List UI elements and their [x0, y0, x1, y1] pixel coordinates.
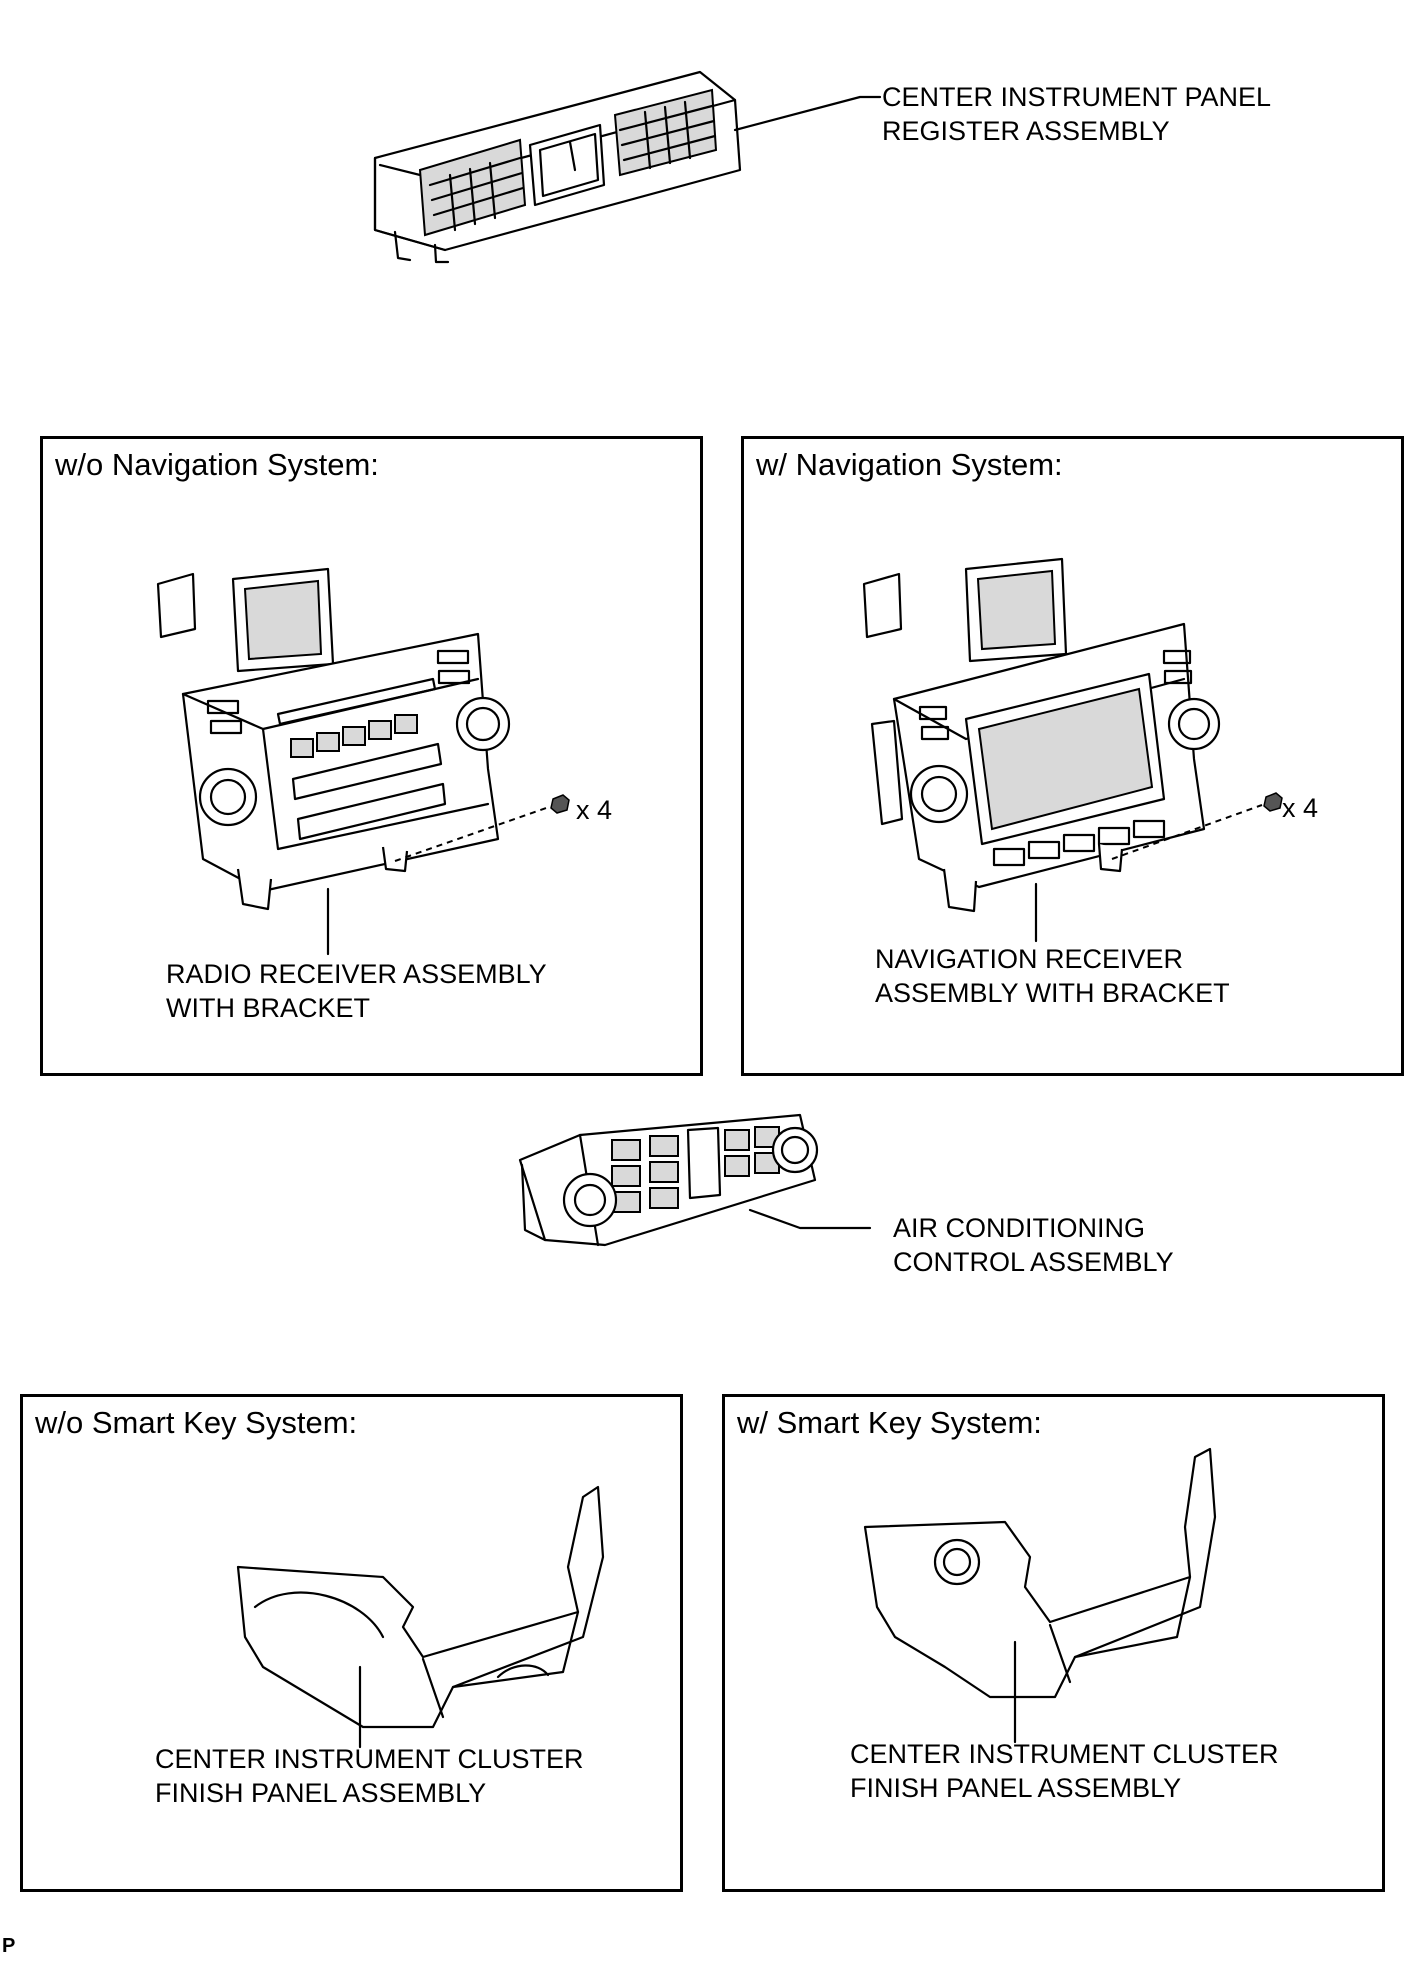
register-label: CENTER INSTRUMENT PANEL REGISTER ASSEMBL…	[882, 80, 1271, 148]
w-navigation-box: w/ Navigation System: x 4	[741, 436, 1404, 1076]
wo-navigation-box: w/o Navigation System:	[40, 436, 703, 1076]
w-navigation-title: w/ Navigation System:	[756, 447, 1063, 482]
navigation-receiver-illustration	[862, 557, 1283, 943]
register-label-line-2: REGISTER ASSEMBLY	[882, 116, 1170, 146]
radio-label-line-1: RADIO RECEIVER ASSEMBLY	[166, 959, 547, 989]
finish-panel-right-illustration	[863, 1447, 1217, 1744]
footer-code: P	[2, 1935, 16, 1957]
air-conditioning-label-line-2: CONTROL ASSEMBLY	[893, 1247, 1174, 1277]
navigation-label-line-1: NAVIGATION RECEIVER	[875, 944, 1184, 974]
finish-panel-right-label: CENTER INSTRUMENT CLUSTER FINISH PANEL A…	[850, 1737, 1279, 1805]
wo-smart-key-box: w/o Smart Key System: CENTER INSTRUMENT …	[20, 1394, 683, 1892]
w-smart-key-box: w/ Smart Key System: CENTER INSTRUMENT C…	[722, 1394, 1385, 1892]
finish-panel-left-label-line-2: FINISH PANEL ASSEMBLY	[155, 1778, 487, 1808]
air-conditioning-label-line-1: AIR CONDITIONING	[893, 1213, 1146, 1243]
navigation-label-line-2: ASSEMBLY WITH BRACKET	[875, 978, 1230, 1008]
finish-panel-right-label-line-1: CENTER INSTRUMENT CLUSTER	[850, 1739, 1279, 1769]
air-conditioning-label: AIR CONDITIONING CONTROL ASSEMBLY	[893, 1211, 1174, 1279]
wo-smart-key-title: w/o Smart Key System:	[35, 1405, 358, 1440]
radio-label-line-2: WITH BRACKET	[166, 993, 371, 1023]
register-label-line-1: CENTER INSTRUMENT PANEL	[882, 82, 1272, 112]
radio-label: RADIO RECEIVER ASSEMBLY WITH BRACKET	[166, 957, 547, 1025]
finish-panel-left-label: CENTER INSTRUMENT CLUSTER FINISH PANEL A…	[155, 1742, 584, 1810]
bolt-count-left: x 4	[576, 795, 613, 825]
bolt-count-right: x 4	[1282, 793, 1319, 823]
navigation-label: NAVIGATION RECEIVER ASSEMBLY WITH BRACKE…	[875, 942, 1230, 1010]
w-smart-key-title: w/ Smart Key System:	[737, 1405, 1042, 1440]
finish-panel-left-label-line-1: CENTER INSTRUMENT CLUSTER	[155, 1744, 584, 1774]
radio-receiver-illustration	[156, 567, 570, 956]
finish-panel-right-label-line-2: FINISH PANEL ASSEMBLY	[850, 1773, 1182, 1803]
finish-panel-left-illustration	[236, 1485, 605, 1749]
wo-navigation-title: w/o Navigation System:	[55, 447, 379, 482]
